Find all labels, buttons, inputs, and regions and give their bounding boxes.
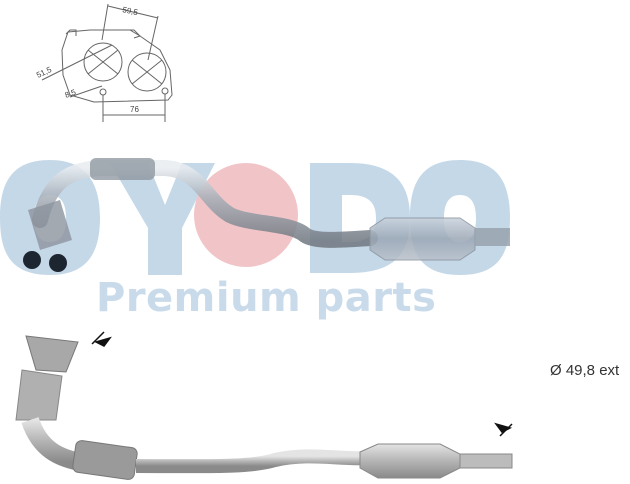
- logo-letter-y: [110, 163, 215, 275]
- catalytic-converter-side-view: [15, 331, 513, 480]
- inlet-funnel: [25, 335, 79, 373]
- inlet-port-right: [49, 254, 67, 272]
- precat-body: [15, 369, 63, 421]
- watermark-tagline: Premium parts: [96, 275, 437, 321]
- logo-letter-o1: [0, 160, 100, 275]
- outlet-pipe: [475, 228, 510, 246]
- dim-left-diameter: 51,5: [35, 65, 53, 80]
- dim-top-width: 59,5: [122, 5, 140, 17]
- catalyst-body: [369, 217, 476, 261]
- flow-direction-arrow-inlet: [91, 331, 112, 347]
- inlet-port-left: [23, 251, 41, 269]
- catalyst-body-side: [359, 443, 461, 479]
- outlet-pipe-side: [459, 453, 513, 469]
- dim-bottom-width: 76: [130, 105, 139, 114]
- outlet-diameter-label: Ø 49,8 ext: [550, 362, 620, 379]
- flow-direction-arrow-outlet: [494, 422, 513, 437]
- flex-joint-side: [72, 440, 138, 480]
- dim-hole: 8,5: [64, 87, 78, 99]
- catalytic-converter-top-view: [23, 158, 510, 272]
- flex-joint: [90, 158, 155, 180]
- flange-dimension-drawing: 59,5 51,5 8,5 76: [35, 3, 173, 122]
